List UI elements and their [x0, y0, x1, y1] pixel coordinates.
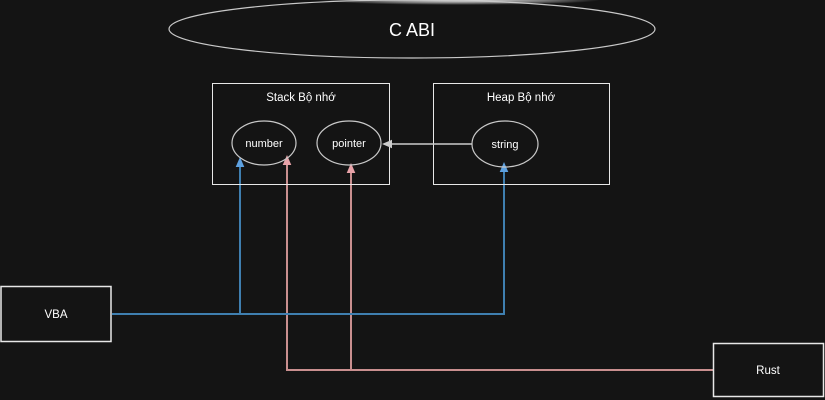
arrowhead-rust-pointer-icon	[346, 163, 356, 173]
stack-memory-box	[212, 83, 390, 185]
string-label: string	[492, 139, 519, 151]
rust-label: Rust	[756, 365, 780, 377]
edge-rust-to-pointer	[350, 171, 713, 371]
edge-vba-to-string	[112, 171, 505, 315]
c-abi-ellipse	[168, 0, 656, 59]
vba-box	[0, 285, 112, 343]
pointer-node	[316, 120, 382, 166]
c-abi-label: C ABI	[389, 20, 435, 40]
heap-memory-label: Heap Bộ nhớ	[487, 92, 556, 104]
pointer-label: pointer	[332, 138, 366, 150]
arrowhead-vba-number-icon	[235, 157, 245, 167]
rust-box	[712, 342, 825, 398]
number-label: number	[245, 138, 283, 150]
number-node	[231, 120, 297, 166]
heap-memory-box	[433, 83, 610, 185]
edge-vba-to-number	[112, 166, 241, 315]
arrowhead-string-pointer-icon	[382, 139, 392, 149]
arrowhead-rust-number-icon	[282, 155, 292, 165]
stack-memory-label: Stack Bộ nhớ	[266, 92, 336, 104]
vba-label: VBA	[44, 309, 67, 321]
